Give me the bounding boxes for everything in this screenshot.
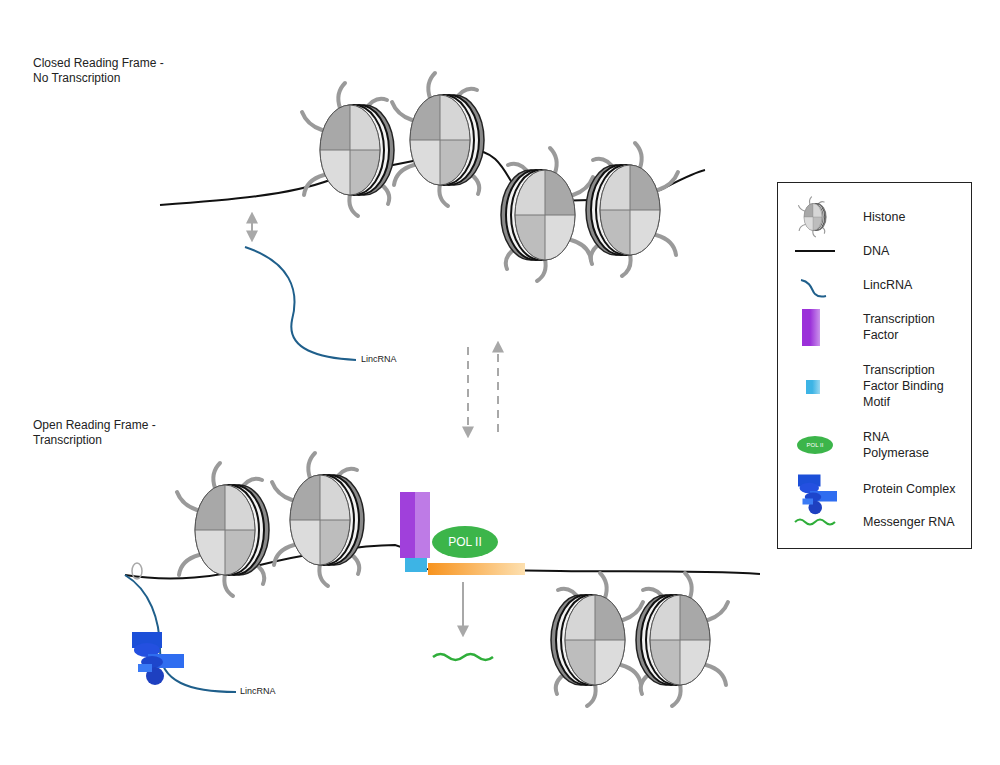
polymerase-ellipse: POL II: [432, 526, 498, 558]
panel-title: Open Reading Frame - Transcription: [33, 418, 173, 448]
legend-text: LincRNA: [863, 277, 963, 293]
legend-text: Protein Complex: [863, 481, 963, 497]
legend-text: RNA Polymerase: [863, 429, 941, 461]
ellipse-fill: [432, 526, 498, 558]
node-text: POL II: [432, 526, 498, 558]
rna-label: LincRNA: [240, 686, 300, 697]
legend-text: Histone: [863, 209, 963, 225]
legend-text: Transcription Factor: [863, 311, 943, 343]
polymerase-label: POL II: [797, 441, 833, 449]
legend-text: DNA: [863, 243, 963, 259]
legend-swatch: [802, 309, 820, 346]
legend-text: Messenger RNA: [863, 514, 963, 530]
legend-text: Transcription Factor Binding Motif: [863, 362, 948, 410]
panel-title: Closed Reading Frame - No Transcription: [33, 56, 173, 86]
legend-swatch: [806, 380, 820, 394]
rna-label: LincRNA: [361, 354, 421, 365]
